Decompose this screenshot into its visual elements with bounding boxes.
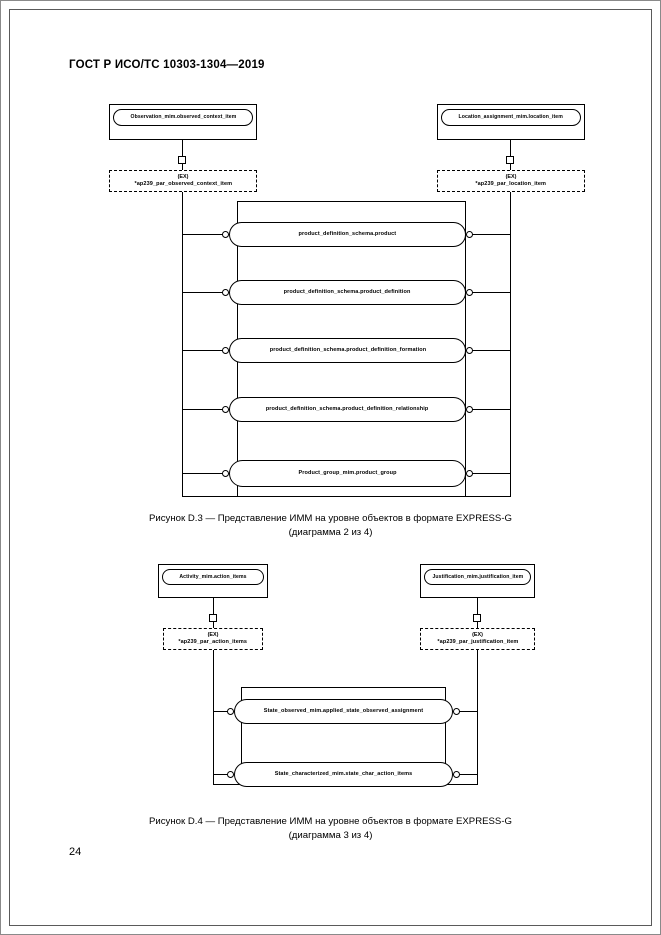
figure-d3-caption: Рисунок D.3 — Представление ИММ на уровн… (1, 512, 660, 540)
node-label: Observation_mim.observed_context_item (130, 114, 236, 121)
standard-header: ГОСТ Р ИСО/ТС 10303-1304—2019 (69, 59, 265, 71)
d4-entity-left-rail (241, 687, 243, 784)
entity-1-left-link (182, 292, 223, 294)
connector-left-vertical (182, 140, 184, 157)
figure-d3-diagram: Observation_mim.observed_context_item Lo… (1, 1, 660, 501)
ex-tag: (EX) (177, 174, 189, 181)
node-label: product_definition_schema.product (298, 231, 397, 237)
d4-entity-0-left-port (227, 708, 234, 715)
figure-d4-diagram: Activity_mim.action_items Justification_… (1, 1, 660, 801)
d4-right-bus-spine (477, 650, 479, 785)
entity-4-right-link (472, 473, 511, 475)
node-label: product_definition_schema.product_defini… (284, 289, 411, 295)
connector-left-vertical-2 (182, 164, 184, 170)
node-label: Justification_mim.justification_item (432, 573, 523, 580)
connector-right-square (506, 156, 514, 164)
figure-d3-caption-line1: Рисунок D.3 — Представление ИММ на уровн… (149, 513, 512, 524)
entity-2-right-link (472, 350, 511, 352)
entity-4-left-link (182, 473, 223, 475)
node-d4-entity-1[interactable]: State_characterized_mim.state_char_actio… (234, 762, 453, 787)
d4-connector-right-square (473, 614, 481, 622)
node-label: Product_group_mim.product_group (298, 470, 397, 476)
node-label: product_definition_schema.product_defini… (266, 406, 429, 412)
entity-3-right-link (472, 409, 511, 411)
entity-1-right-link (472, 292, 511, 294)
entity-group-bottom (182, 496, 511, 498)
figure-d4-caption: Рисунок D.4 — Представление ИММ на уровн… (1, 815, 660, 843)
connector-right-vertical-2 (510, 164, 512, 170)
connector-left-square (178, 156, 186, 164)
d4-entity-1-left-link (213, 774, 228, 776)
d4-connector-left-vertical-2 (213, 622, 215, 628)
node-ap239-par-action-items[interactable]: (EX) *ap239_par_action_items (163, 628, 263, 650)
ex-tag: (EX) (505, 174, 517, 181)
node-label: State_observed_mim.applied_state_observe… (263, 708, 424, 714)
entity-rail-top (237, 201, 466, 203)
d4-entity-right-rail (445, 687, 447, 784)
node-ap239-par-location-item[interactable]: (EX) *ap239_par_location_item (437, 170, 585, 192)
connector-right-vertical (510, 140, 512, 157)
entity-3-left-link (182, 409, 223, 411)
node-entity-2[interactable]: product_definition_schema.product_defini… (229, 338, 466, 363)
node-observed-context-item[interactable]: Observation_mim.observed_context_item (113, 109, 253, 126)
node-justification-item[interactable]: Justification_mim.justification_item (424, 569, 531, 585)
node-label: Location_assignment_mim.location_item (458, 114, 564, 121)
d4-connector-right-vertical-2 (477, 622, 479, 628)
node-label: *ap239_par_action_items (178, 638, 248, 645)
node-ap239-par-observed-context-item[interactable]: (EX) *ap239_par_observed_context_item (109, 170, 257, 192)
node-d4-entity-0[interactable]: State_observed_mim.applied_state_observe… (234, 699, 453, 724)
node-label: product_definition_schema.product_defini… (269, 347, 426, 353)
entity-0-left-link (182, 234, 223, 236)
figure-d4-caption-line2: (диаграмма 3 из 4) (288, 829, 373, 841)
d4-connector-left-vertical (213, 598, 215, 615)
d4-connector-left-square (209, 614, 217, 622)
d4-left-bus-spine (213, 650, 215, 785)
right-bus-spine (510, 192, 512, 497)
d4-entity-rail-top (241, 687, 446, 689)
node-ap239-par-justification-item[interactable]: (EX) *ap239_par_justification_item (420, 628, 535, 650)
ex-tag: (EX) (207, 632, 219, 639)
node-entity-0[interactable]: product_definition_schema.product (229, 222, 466, 247)
node-label: *ap239_par_location_item (475, 180, 547, 187)
node-entity-4[interactable]: Product_group_mim.product_group (229, 460, 466, 487)
node-entity-3[interactable]: product_definition_schema.product_defini… (229, 397, 466, 422)
node-action-items[interactable]: Activity_mim.action_items (162, 569, 264, 585)
d4-entity-0-left-link (213, 711, 228, 713)
ex-tag: (EX) (472, 632, 483, 639)
node-label: *ap239_par_justification_item (436, 638, 519, 645)
d4-entity-1-right-link (459, 774, 478, 776)
entity-2-left-link (182, 350, 223, 352)
page-number: 24 (69, 846, 82, 858)
left-bus-spine (182, 192, 184, 497)
node-location-item[interactable]: Location_assignment_mim.location_item (441, 109, 581, 126)
node-label: State_characterized_mim.state_char_actio… (274, 771, 413, 777)
node-label: *ap239_par_observed_context_item (134, 180, 232, 187)
figure-d4-caption-line1: Рисунок D.4 — Представление ИММ на уровн… (149, 816, 512, 827)
figure-d3-caption-line2: (диаграмма 2 из 4) (288, 526, 373, 538)
node-entity-1[interactable]: product_definition_schema.product_defini… (229, 280, 466, 305)
d4-entity-1-left-port (227, 771, 234, 778)
d4-entity-0-right-link (459, 711, 478, 713)
node-label: Activity_mim.action_items (179, 573, 247, 580)
entity-0-right-link (472, 234, 511, 236)
d4-connector-right-vertical (477, 598, 479, 615)
